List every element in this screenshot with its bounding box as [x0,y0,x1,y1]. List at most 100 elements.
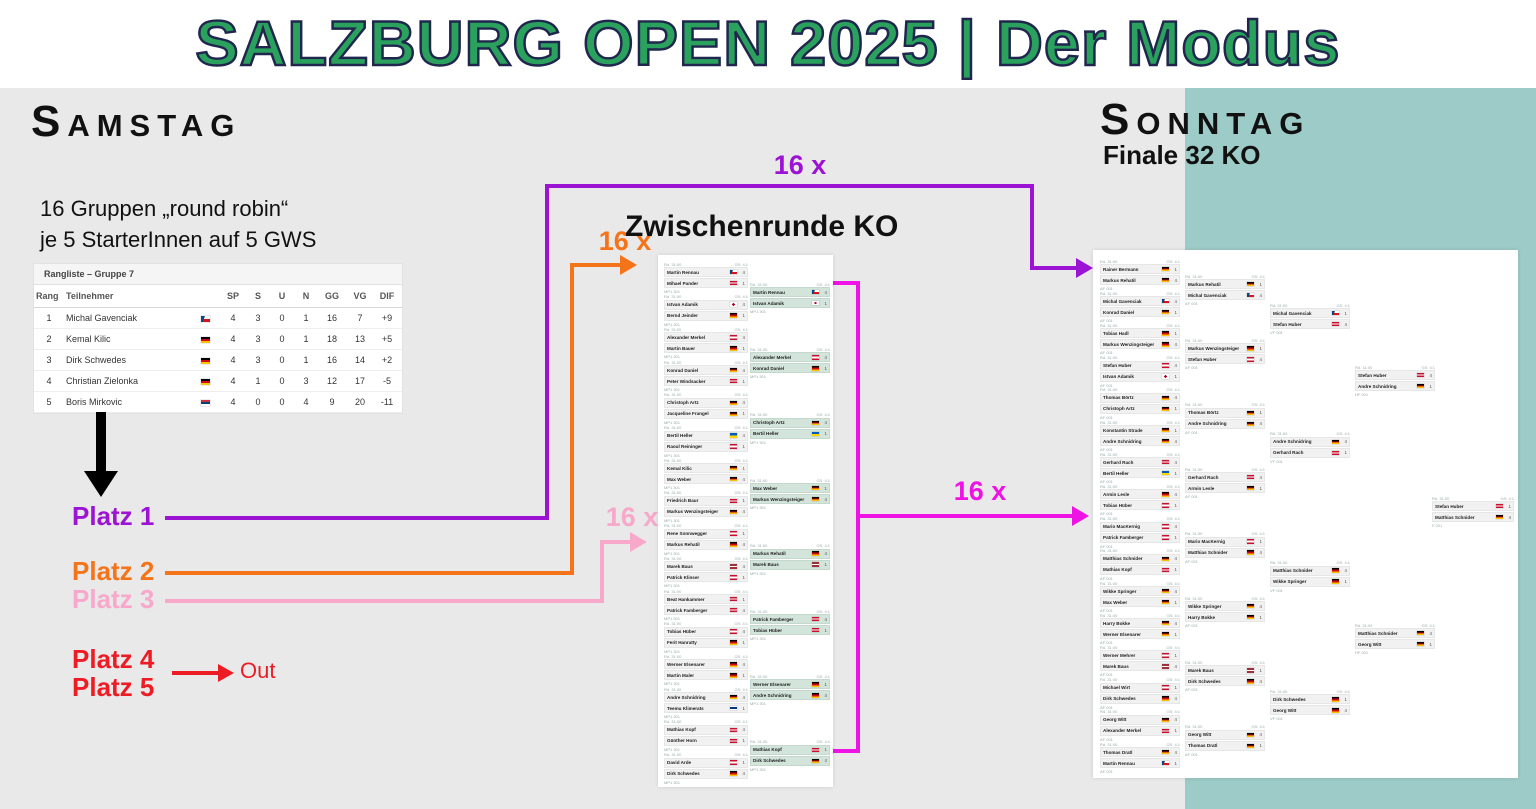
player-score: 1 [742,672,745,678]
out-arrow-line [172,671,220,675]
table-cell: 0 [255,397,261,407]
main-area: Samstag 16 Gruppen „round robin“ je 5 St… [0,88,1536,809]
out-arrow-head [218,664,234,682]
player-row: Markus Wenzingsteiger 4 [750,494,830,505]
orange-flow-label: 16 x [598,226,652,256]
player-name: Mihael Pander [667,280,699,286]
player-score: 1 [824,562,827,568]
de-flag-icon [730,465,737,471]
de-flag-icon [1247,614,1254,620]
match-footer: HF 001 [1355,392,1369,397]
table-cell: 1 [255,376,261,386]
player-name: Harry Bokke [1103,620,1131,626]
player-score: 1 [1429,641,1432,647]
table-cell: +5 [381,334,393,344]
lv-flag-icon [1247,668,1254,673]
table-cell: 13 [354,334,365,344]
player-name: Matthias Schnider [1358,630,1398,636]
player-name: Alexander Merkel [1103,728,1142,734]
player-name: Peter Windsacker [667,378,706,384]
player-name: Markus Wenzingsteiger [753,496,805,502]
player-score: 4 [742,269,745,275]
purple-flow-line [1030,184,1034,270]
player-score: 1 [1344,579,1347,585]
player-score: 1 [1174,599,1177,605]
match-footer: MP1 301 [750,505,767,511]
player-name: Werner Elsenarer [667,661,705,667]
player-name: Gerhard Rach [1103,459,1134,465]
at-flag-icon [1162,728,1169,734]
player-score: 1 [742,640,745,646]
player-score: 1 [1174,502,1177,508]
player-score: 4 [1344,707,1347,713]
player-row: Wikke Springer 1 [1270,576,1350,587]
table-cell: 4 [230,334,236,344]
match-footer: VF 001 [1270,716,1283,722]
table-cell: 3 [255,313,261,323]
de-flag-icon [1247,732,1254,738]
match-footer: MP1 301 [664,321,681,327]
de-flag-icon [812,366,819,371]
player-score: 4 [1174,524,1177,530]
player-name: Thomas Börtz [1103,395,1134,401]
pink-flow-line [600,540,632,544]
de-flag-icon [730,476,737,482]
player-score: 4 [1174,438,1177,444]
finale-subheading: Finale 32 KO [1103,140,1261,170]
player-name: Jacqueline Frangel [667,411,709,417]
sonntag-heading: Sonntag [1100,95,1311,144]
player-name: Markus Rehatil [753,551,786,557]
player-name: Dirk Schwedes [667,771,700,776]
player-score: 4 [824,496,827,502]
pink-flow-label: 16 x [605,502,659,532]
cz-flag-icon [730,269,737,275]
player-name: Wikke Springer [1273,579,1307,585]
player-score: 1 [742,345,745,351]
lv-flag-icon [730,564,737,569]
match-footer: VF 001 [1270,458,1283,464]
player-name: Ferit Hanratty [667,640,697,646]
orange-flow-line [570,263,622,267]
at-flag-icon [1247,357,1254,362]
de-flag-icon [812,485,819,491]
player-name: Stefan Huber [1188,356,1217,362]
pink-flow-line [600,540,604,603]
player-score: 1 [742,378,745,384]
player-score: 1 [1259,539,1262,545]
match-footer: MP1 301 [664,681,681,687]
match-footer: MP1 301 [664,452,681,458]
magenta-flow-line [830,749,860,753]
